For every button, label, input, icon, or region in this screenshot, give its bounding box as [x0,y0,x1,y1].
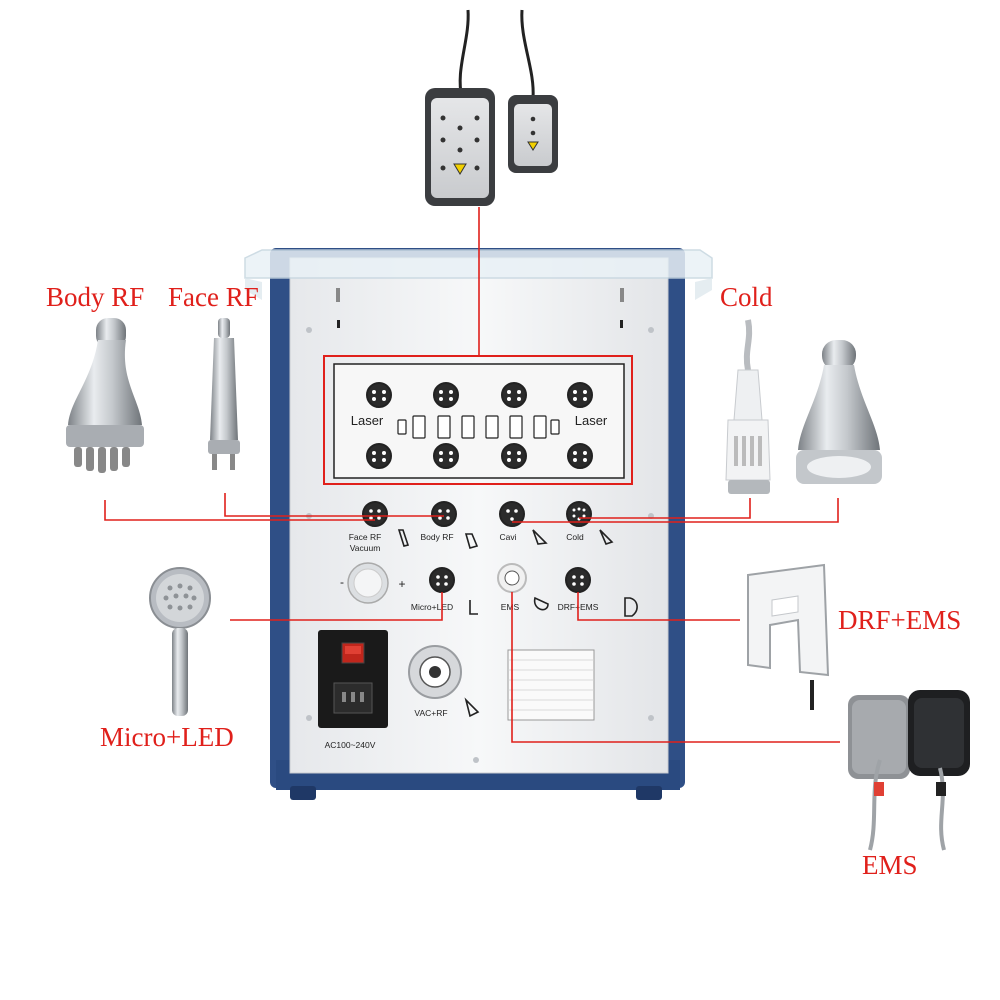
laser-highlight-box [323,355,633,485]
vacuum-minus-label: - [340,575,344,589]
vac-rf-port-label: VAC+RF [414,708,447,718]
spec-sticker [507,649,595,721]
micro-led-port [429,567,455,593]
cold-port [566,501,592,527]
laser-board: Laser Laser [323,355,633,485]
vac-rf-glyph-icon [464,697,480,718]
line-cavi [512,498,839,523]
power-label: AC100~240V [325,740,376,750]
cavi-handpiece [796,340,882,484]
cavi-port [499,501,525,527]
line-ems [511,592,840,743]
line-cold [579,498,751,519]
line-micro-led [230,592,443,621]
ems-port-label: EMS [501,602,520,612]
laser-indicator-icons [397,415,560,439]
micro-led-port-label: Micro+LED [411,602,453,612]
ems-pads [848,690,970,851]
micro-led-handpiece [149,567,211,716]
drf-ems-handpiece [747,563,830,710]
pad-cable-left [458,9,470,99]
callout-body-rf: Body RF [46,282,145,312]
body-rf-handpiece [66,318,144,473]
vacuum-label: Vacuum [350,543,381,553]
laser-label-right: Laser [575,413,608,428]
laser-warning-icon [453,163,467,175]
line-body-rf [104,500,375,521]
laser-label-left: Laser [351,413,384,428]
callout-cold: Cold [720,282,773,312]
pad-cable-right [520,9,535,99]
body-rf-port [431,501,457,527]
face-rf-port [362,501,388,527]
cold-handpiece [725,319,771,494]
callout-drf-ems: DRF+EMS [838,605,962,635]
laser-port-row-bottom [366,443,593,469]
face-rf-port-label: Face RF [349,532,382,542]
handpiece-glyph-icons [397,529,638,617]
face-rf-handpiece [208,318,240,470]
laser-port-row-top [366,382,593,408]
cold-port-label: Cold [566,532,584,542]
line-drf-ems [577,592,740,621]
handpiece-ports: Face RF Vacuum Body RF Cavi Cold Micro+L… [318,501,638,750]
callout-micro-led: Micro+LED [100,722,234,752]
connector-lines [104,207,840,743]
drf-ems-port [565,567,591,593]
line-face-rf [224,493,444,517]
laser-pads [425,9,558,206]
vacuum-plus-label: + [398,577,405,591]
cavi-port-label: Cavi [499,532,516,542]
callout-face-rf: Face RF [168,282,259,312]
body-rf-port-label: Body RF [420,532,453,542]
callout-ems: EMS [862,850,918,880]
